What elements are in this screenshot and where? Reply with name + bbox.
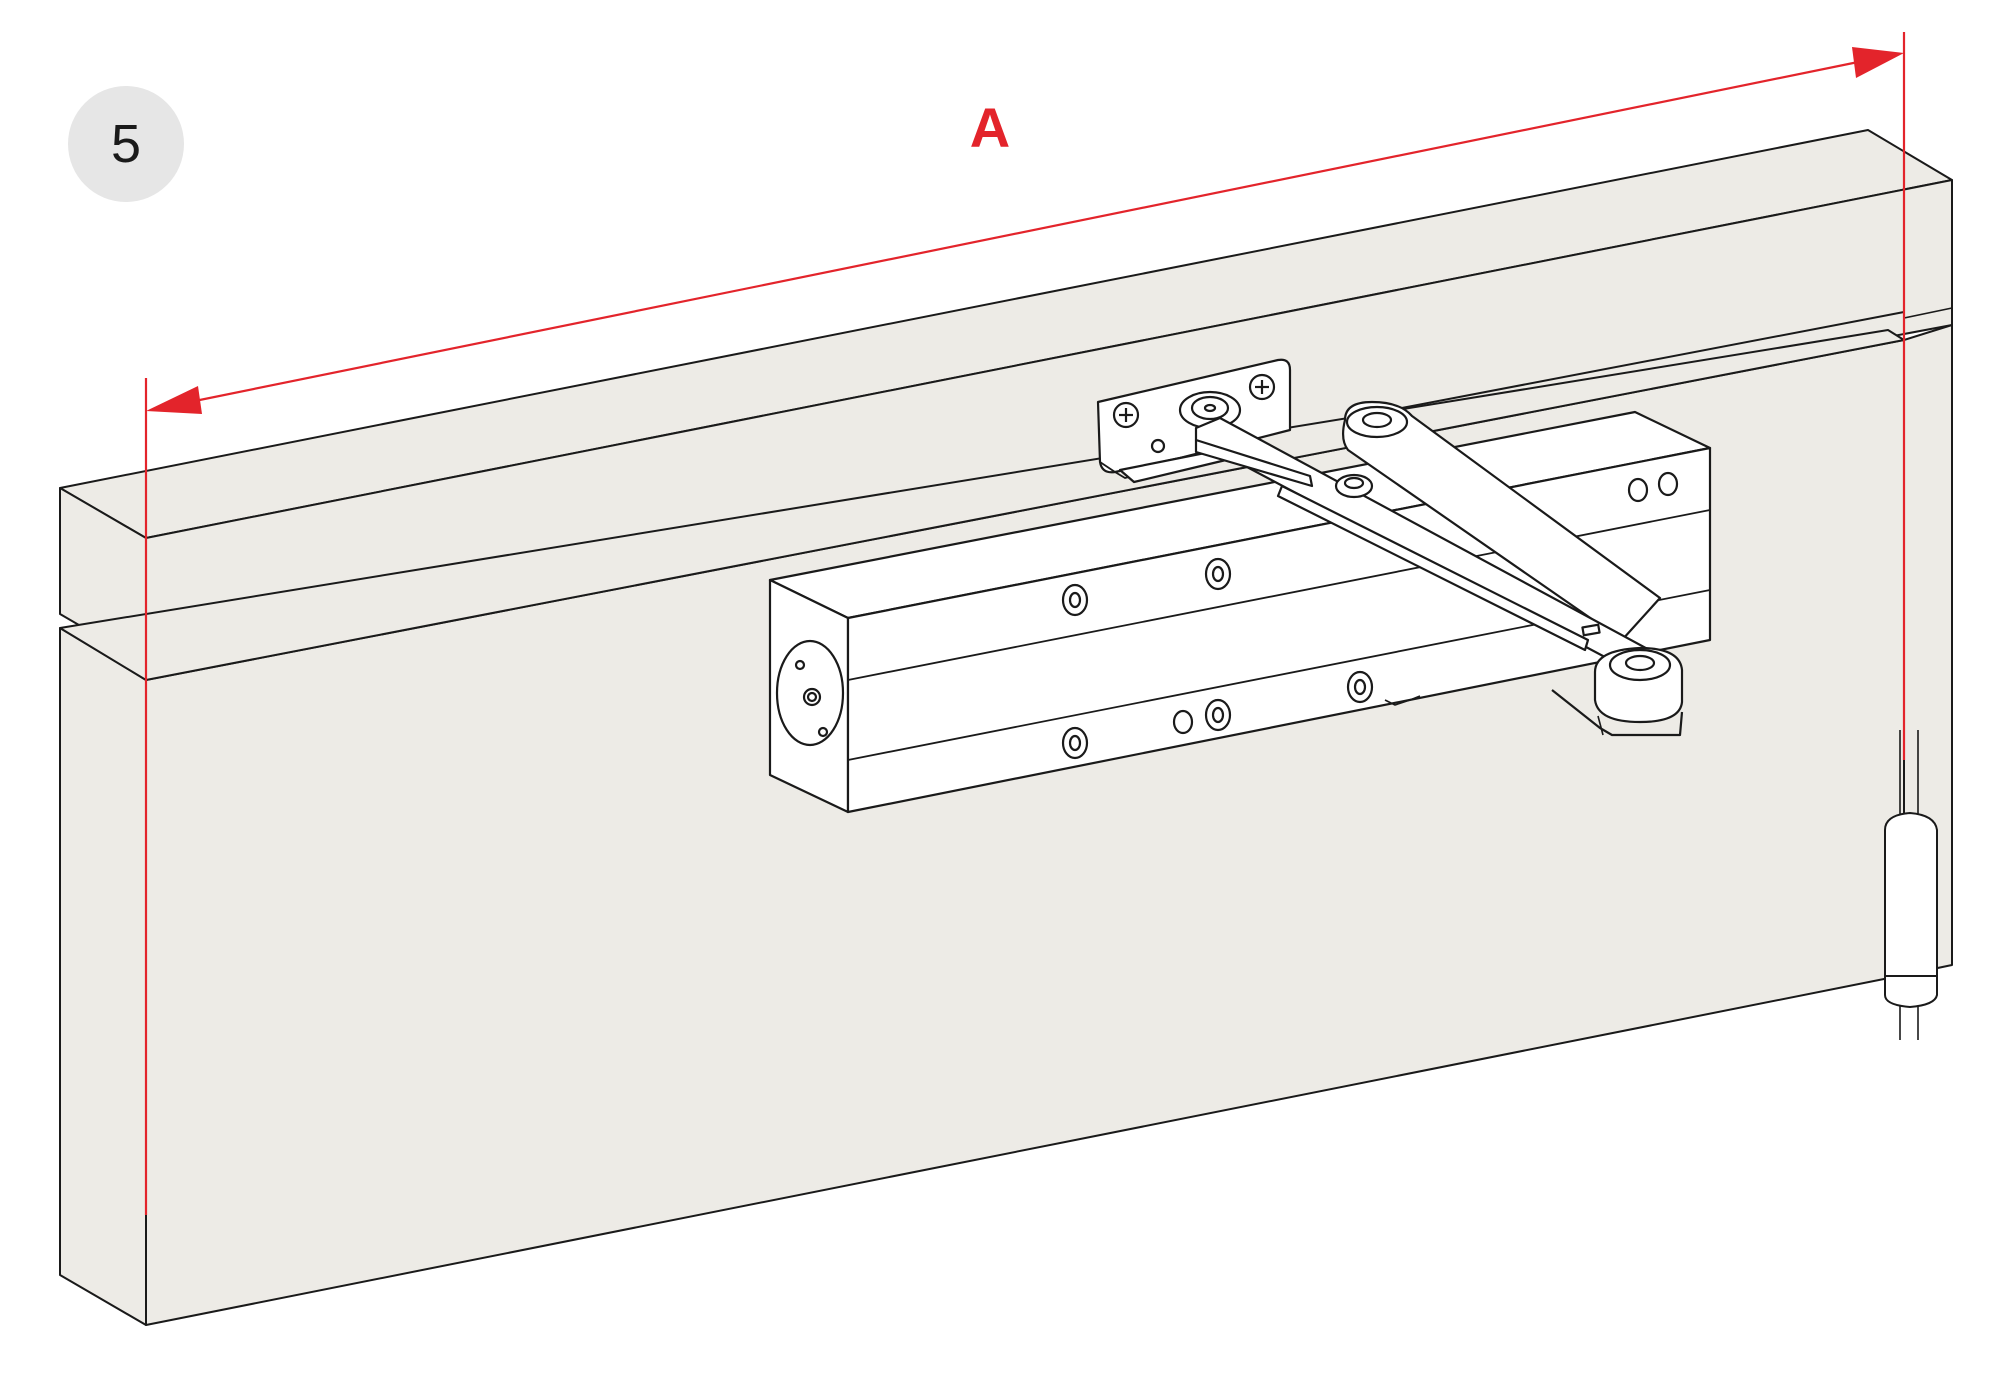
arrowhead-icon	[1852, 47, 1904, 78]
phillips-screw-icon	[1112, 401, 1140, 429]
dimension-line-a	[144, 32, 1906, 1215]
hinge-icon	[1884, 730, 1938, 1040]
dimension-label: A	[969, 96, 1011, 159]
door-right-edge	[1903, 324, 1953, 976]
closer-mounting-holes	[1061, 471, 1679, 760]
arm-shoe-bracket	[1096, 358, 1292, 484]
main-arm	[1341, 400, 1662, 642]
step-badge: 5	[68, 86, 184, 202]
phillips-screw-icon	[1248, 373, 1276, 401]
arrowhead-icon	[146, 386, 202, 414]
arm-adjust-rod	[1194, 438, 1314, 488]
step-number: 5	[110, 114, 142, 174]
closer-arm-assembly	[1194, 400, 1684, 737]
door-side-face	[59, 627, 147, 1326]
dimension-line	[179, 58, 1869, 406]
